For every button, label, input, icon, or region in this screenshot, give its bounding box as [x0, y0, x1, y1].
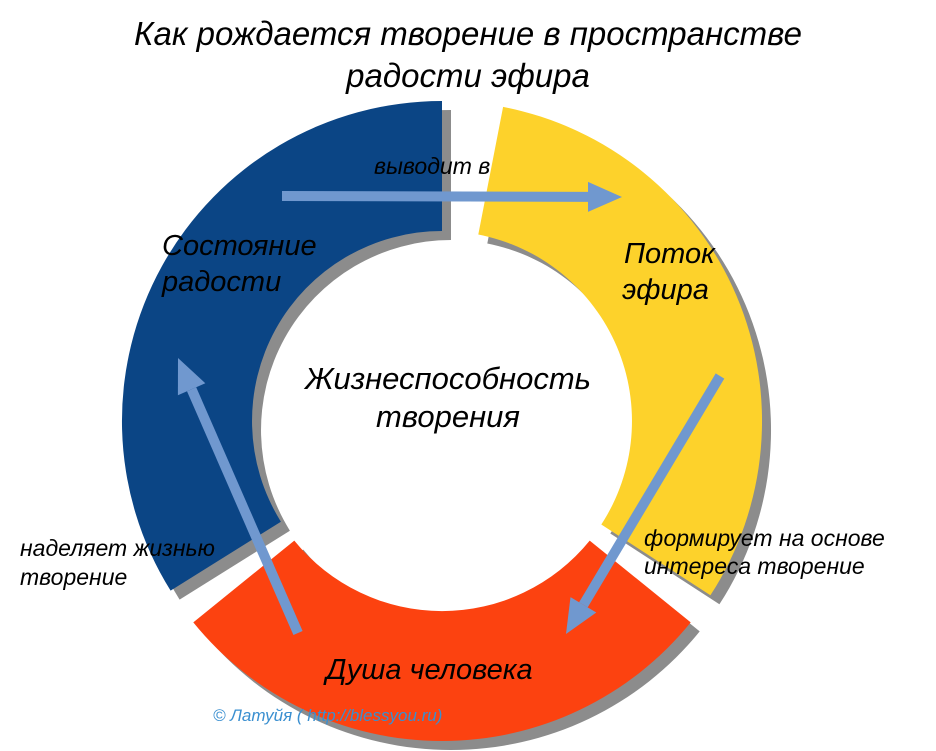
diagram-title-line-2: радости эфира [346, 57, 590, 94]
segment-soul-label: Душа человека [326, 654, 533, 686]
segment-soul [193, 540, 691, 742]
segment-ether-label-line-2: эфира [622, 274, 709, 306]
arrow-soul-to-joy-shaft [187, 387, 303, 635]
arrow-soul-to-joy [177, 358, 303, 635]
segment-joy [121, 101, 442, 591]
arrow-soul-to-joy-head [177, 358, 206, 396]
arrow-soul-to-joy-label-line-1: наделяет жизнью [20, 535, 215, 561]
center-label-line-1: Жизнеспособность [305, 361, 591, 396]
arrow-ether-to-soul [566, 373, 725, 634]
arrow-joy-to-ether-shaft [282, 191, 588, 202]
arrow-joy-to-ether-head [588, 181, 622, 212]
segment-ether [478, 106, 763, 596]
center-label-line-2: творения [376, 399, 520, 434]
arrow-ether-to-soul-label-line-2: интереса творение [644, 553, 865, 579]
arrow-soul-to-joy-label-line-2: творение [20, 564, 128, 590]
diagram-title-line-1: Как рождается творение в пространстве [134, 15, 802, 52]
copyright-credit: © Латуйя ( http://blessyou.ru) [213, 706, 443, 725]
arrow-joy-to-ether-label: выводит в [374, 153, 491, 179]
segment-ether-label-line-1: Поток [624, 238, 715, 270]
arrow-ether-to-soul-head [566, 597, 597, 634]
arrow-ether-to-soul-shaft [579, 373, 725, 608]
segment-joy-label-line-1: Состояние [162, 230, 317, 262]
segment-joy-label-line-2: радости [162, 266, 282, 298]
arrow-joy-to-ether [282, 181, 622, 212]
arrow-ether-to-soul-label-line-1: формирует на основе [644, 525, 885, 551]
